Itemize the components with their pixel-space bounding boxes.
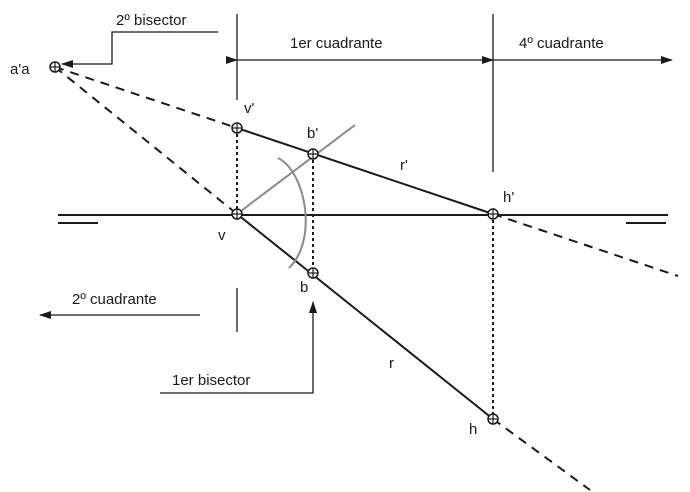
extension-r-prime xyxy=(54,66,238,129)
extension-r-right xyxy=(492,418,591,491)
point-b-label: b xyxy=(300,279,308,296)
fourth-quadrant-label: 4º cuadrante xyxy=(519,35,604,52)
second-bisector-leader xyxy=(61,31,218,68)
point-v-prime-label: v' xyxy=(244,100,255,117)
line-r-prime xyxy=(236,127,494,215)
first-bisector-label: 1er bisector xyxy=(172,372,250,389)
point-marker-h xyxy=(487,413,499,425)
line-r-prime-label: r' xyxy=(400,157,408,174)
point-marker-h-prime xyxy=(487,208,499,220)
point-marker-v xyxy=(231,208,243,220)
point-b-prime-label: b' xyxy=(307,125,318,142)
construction-line xyxy=(236,124,356,215)
extension-r xyxy=(54,66,238,215)
construction-arc xyxy=(277,157,307,269)
extension-r-prime-right xyxy=(492,213,679,277)
point-aa-label: a'a xyxy=(10,61,30,78)
point-marker-v-prime xyxy=(231,122,243,134)
second-bisector-label: 2º bisector xyxy=(116,12,187,29)
point-h-prime-label: h' xyxy=(503,189,514,206)
point-marker-b xyxy=(307,267,319,279)
second-quadrant-label: 2º cuadrante xyxy=(72,291,157,308)
point-v-label: v xyxy=(218,227,226,244)
first-quadrant-label: 1er cuadrante xyxy=(290,35,383,52)
line-r-label: r xyxy=(389,355,394,372)
point-marker-b-prime xyxy=(307,148,319,160)
line-r xyxy=(236,213,494,420)
first-bisector-leader xyxy=(160,301,317,394)
point-marker-aa xyxy=(49,61,61,73)
point-h-label: h xyxy=(469,421,477,438)
